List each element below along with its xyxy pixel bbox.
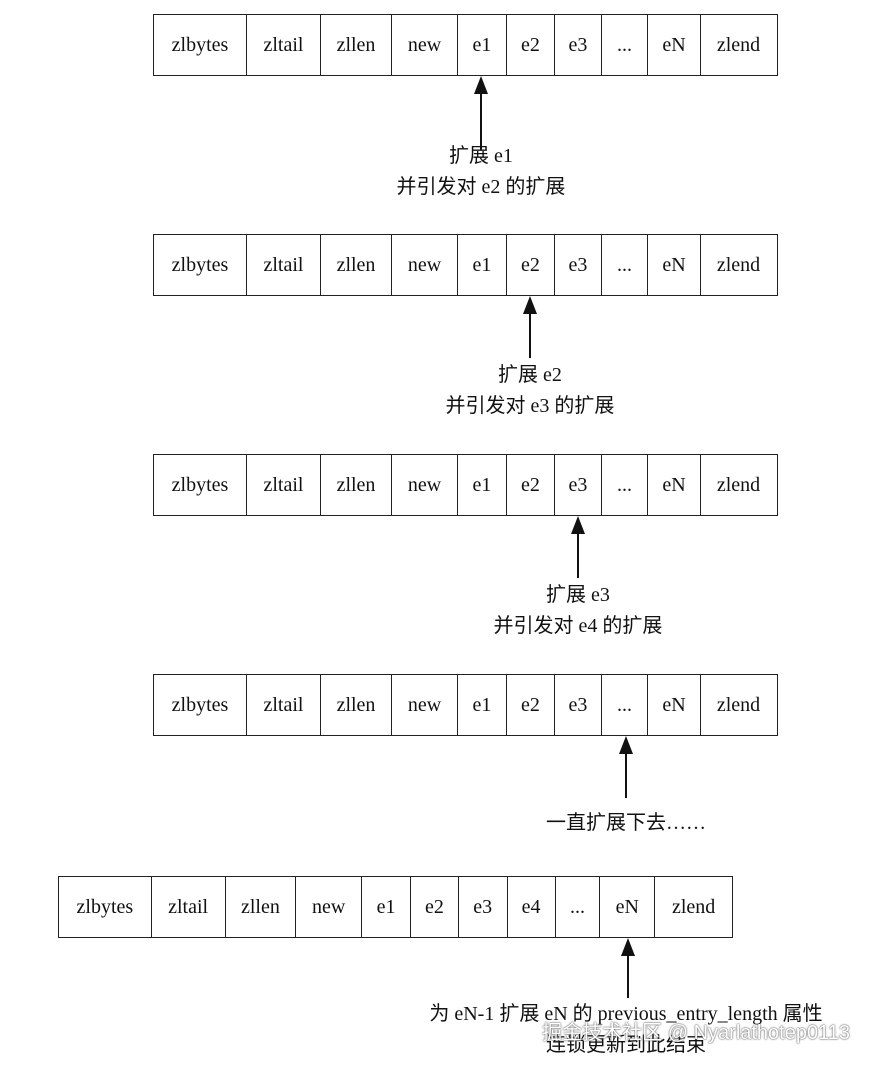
cell-new: new [392,235,458,295]
cell-e3: e3 [555,15,602,75]
caption-line: 为 eN-1 扩展 eN 的 previous_entry_length 属性 [429,1003,823,1025]
caption-line: 连锁更新到此结束 [546,1034,706,1056]
cell-e2: e2 [507,455,555,515]
cell-eN: eN [648,675,701,735]
cell-e1: e1 [458,675,507,735]
cell-eN: eN [648,235,701,295]
cell-eN: eN [600,877,656,937]
cell-e4: e4 [508,877,556,937]
cell-ellipsis: ... [602,15,648,75]
caption-1: 扩展 e1 并引发对 e2 的扩展 [331,141,631,203]
cell-e1: e1 [458,235,507,295]
cell-zlend: zlend [716,693,761,716]
ziplist-row-4: zlbytes zltail zllen new e1 e2 e3 ... eN… [153,674,778,736]
cell-e2: e2 [507,15,555,75]
cell-zltail: zltail [152,877,226,937]
caption-line: 一直扩展下去…… [546,812,706,834]
cell-zlbytes: zlbytes [154,455,247,515]
cell-zllen: zllen [226,877,297,937]
cell-zllen: zllen [321,15,392,75]
caption-5: 为 eN-1 扩展 eN 的 previous_entry_length 属性 … [396,999,856,1061]
cell-zltail: zltail [247,455,321,515]
caption-4: 一直扩展下去…… [476,808,776,839]
cell-eN: eN [648,15,701,75]
cell-ellipsis: ... [602,455,648,515]
cell-zllen: zllen [321,675,392,735]
cell-zlend: zlend [716,253,761,276]
cell-ellipsis: ... [602,235,648,295]
arrow-head [571,516,585,534]
cell-e1: e1 [458,455,507,515]
cell-new: new [392,15,458,75]
cell-ellipsis: ... [602,675,648,735]
cell-new: new [296,877,363,937]
arrow-head [523,296,537,314]
ziplist-row-2: zlbytes zltail zllen new e1 e2 e3 ... eN… [153,234,778,296]
ziplist-row-1: zlbytes zltail zllen new e1 e2 e3 ... eN… [153,14,778,76]
cell-zlbytes: zlbytes [59,877,152,937]
arrow-head [474,76,488,94]
caption-2: 扩展 e2 并引发对 e3 的扩展 [380,360,680,422]
cell-zlbytes: zlbytes [154,675,247,735]
cell-new: new [392,675,458,735]
caption-line: 扩展 e1 [449,145,513,167]
cell-zltail: zltail [247,675,321,735]
cell-new: new [392,455,458,515]
cell-e3: e3 [459,877,508,937]
cell-e1: e1 [362,877,411,937]
cell-zlend: zlend [716,33,761,56]
arrow-shaft [529,310,531,358]
cell-zlbytes: zlbytes [154,235,247,295]
cell-ellipsis: ... [556,877,601,937]
cell-e3: e3 [555,675,602,735]
ziplist-row-3: zlbytes zltail zllen new e1 e2 e3 ... eN… [153,454,778,516]
cell-zlend: zlend [671,895,716,918]
cell-e1: e1 [458,15,507,75]
cell-e3: e3 [555,455,602,515]
caption-line: 并引发对 e3 的扩展 [445,395,615,417]
arrow-shaft [627,952,629,998]
arrow-shaft [480,90,482,150]
cell-e3: e3 [555,235,602,295]
arrow-shaft [625,750,627,798]
cell-e2: e2 [507,675,555,735]
cell-zltail: zltail [247,15,321,75]
caption-3: 扩展 e3 并引发对 e4 的扩展 [428,580,728,642]
caption-line: 扩展 e2 [498,364,562,386]
cell-eN: eN [648,455,701,515]
cell-zllen: zllen [321,235,392,295]
cell-e2: e2 [507,235,555,295]
ziplist-row-5: zlbytes zltail zllen new e1 e2 e3 e4 ...… [58,876,733,938]
cell-zlbytes: zlbytes [154,15,247,75]
caption-line: 并引发对 e4 的扩展 [493,615,663,637]
watermark: 掘金技术社区 @ Nyarlathotep0113 [542,1022,850,1044]
caption-line: 并引发对 e2 的扩展 [396,176,566,198]
cell-e2: e2 [411,877,459,937]
cell-zltail: zltail [247,235,321,295]
arrow-head [621,938,635,956]
caption-line: 扩展 e3 [546,584,610,606]
cell-zllen: zllen [321,455,392,515]
arrow-head [619,736,633,754]
arrow-shaft [577,530,579,578]
cell-zlend: zlend [716,473,761,496]
